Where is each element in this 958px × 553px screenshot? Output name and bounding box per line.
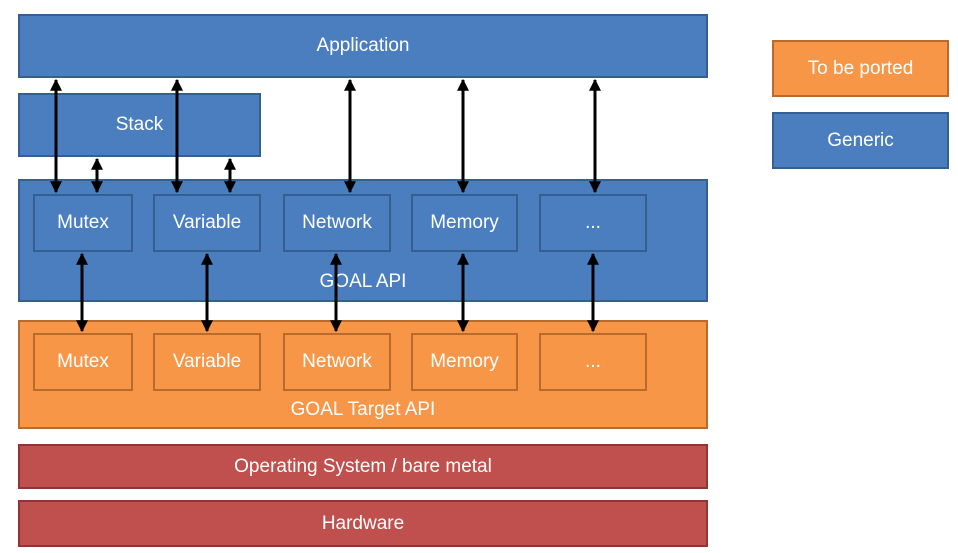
goal-api-label: GOAL API — [319, 271, 407, 292]
goal-api-module-network: Network — [283, 194, 391, 252]
hardware-label: Hardware — [321, 512, 405, 534]
module-label: Mutex — [57, 351, 109, 372]
module-label: Mutex — [57, 212, 109, 233]
module-label: Variable — [172, 351, 242, 372]
module-label: ... — [585, 351, 601, 372]
application-layer: Application — [18, 14, 708, 78]
module-label: ... — [585, 212, 601, 233]
module-label: Variable — [172, 212, 242, 233]
legend-to-be-ported: To be ported — [772, 40, 949, 97]
goal-api-module-variable: Variable — [153, 194, 261, 252]
target-module-variable: Variable — [153, 333, 261, 391]
module-label: Memory — [430, 212, 499, 233]
legend-generic: Generic — [772, 112, 949, 169]
goal-target-api-label: GOAL Target API — [290, 399, 436, 420]
module-label: Memory — [430, 351, 499, 372]
target-module-mutex: Mutex — [33, 333, 133, 391]
goal-api-module-mutex: Mutex — [33, 194, 133, 252]
goal-api-module-memory: Memory — [411, 194, 518, 252]
legend-generic-label: Generic — [827, 129, 894, 151]
module-label: Network — [302, 212, 372, 233]
target-module-network: Network — [283, 333, 391, 391]
module-label: Network — [302, 351, 372, 372]
legend-to-be-ported-label: To be ported — [807, 57, 914, 79]
os-label: Operating System / bare metal — [234, 455, 492, 477]
os-layer: Operating System / bare metal — [18, 444, 708, 489]
goal-api-module-more: ... — [539, 194, 647, 252]
application-label: Application — [316, 35, 410, 56]
stack-layer: Stack — [18, 93, 261, 157]
target-module-more: ... — [539, 333, 647, 391]
hardware-layer: Hardware — [18, 500, 708, 547]
target-module-memory: Memory — [411, 333, 518, 391]
stack-label: Stack — [115, 114, 164, 135]
